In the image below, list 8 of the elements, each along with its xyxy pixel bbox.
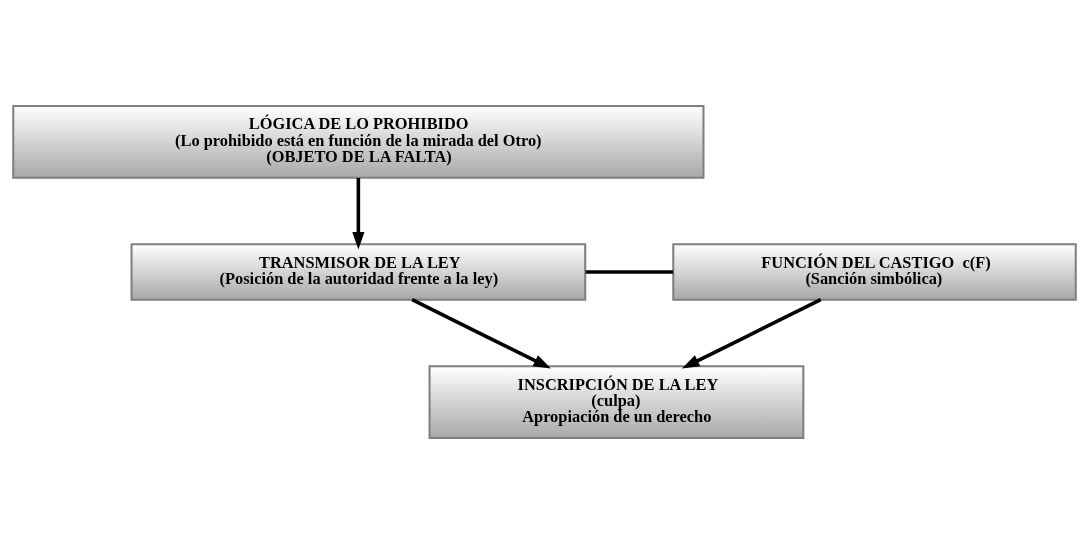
arrow xyxy=(681,298,822,369)
node-box: INSCRIPCIÓN DE LA LEY (culpa) Apropiación de un derecho xyxy=(428,365,805,439)
node-box: LÓGICA DE LO PROHIBIDO (Lo prohibido está en función de la mirada del Otro) (OBJETO DE LA FALTA) xyxy=(12,105,705,179)
arrow xyxy=(411,298,551,369)
connector xyxy=(585,270,674,274)
arrow xyxy=(352,177,365,250)
node-box: TRANSMISOR DE LA LEY (Posición de la autoridad frente a la ley) xyxy=(130,243,587,301)
node-box: FUNCIÓN DEL CASTIGO c(F) (Sanción simbólica) xyxy=(672,243,1077,301)
